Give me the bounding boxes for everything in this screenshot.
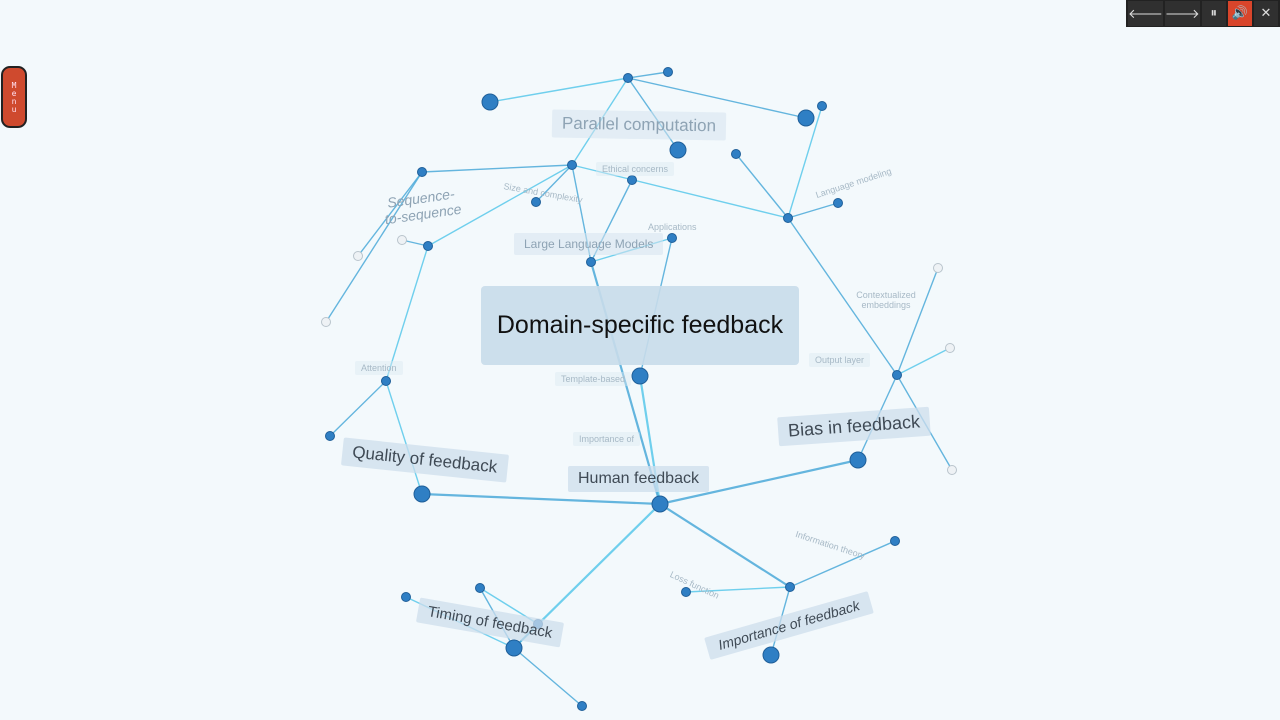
graph-node[interactable] <box>933 263 943 273</box>
graph-edge <box>535 164 573 203</box>
graph-edge <box>659 503 791 588</box>
node-label-applications[interactable]: Applications <box>648 222 697 232</box>
graph-node[interactable] <box>849 451 867 469</box>
graph-node[interactable] <box>321 317 331 327</box>
graph-edge <box>659 458 859 506</box>
focus-node-card[interactable]: Domain-specific feedback <box>481 286 799 365</box>
graph-node[interactable] <box>586 257 596 267</box>
speaker-icon: 🔊 <box>1231 6 1248 21</box>
pause-icon: ⏸ <box>1210 6 1218 21</box>
graph-node[interactable] <box>785 582 795 592</box>
graph-node[interactable] <box>890 536 900 546</box>
graph-edge <box>427 164 573 247</box>
graph-node[interactable] <box>627 175 637 185</box>
node-label-attention[interactable]: Attention <box>355 361 403 375</box>
graph-node[interactable] <box>797 109 815 127</box>
playback-toolbar: 🡐 🡒 ⏸ 🔊 ✕ <box>1126 0 1280 27</box>
graph-edge <box>571 164 789 219</box>
graph-node[interactable] <box>817 101 827 111</box>
graph-edge <box>787 217 898 376</box>
node-label-contextualized-embeddings[interactable]: Contextualized embeddings <box>856 290 916 310</box>
graph-node[interactable] <box>669 141 687 159</box>
graph-node[interactable] <box>475 583 485 593</box>
graph-node[interactable] <box>481 93 499 111</box>
graph-edge <box>385 380 423 495</box>
graph-node[interactable] <box>401 592 411 602</box>
graph-edge <box>329 380 387 437</box>
graph-edge <box>896 267 939 376</box>
node-label-large-language-models[interactable]: Large Language Models <box>514 233 664 255</box>
graph-edge <box>685 586 791 593</box>
focus-node-title: Domain-specific feedback <box>496 311 784 339</box>
menu-tab[interactable]: Menu <box>1 66 27 128</box>
graph-edge <box>325 171 423 323</box>
graph-node[interactable] <box>681 587 691 597</box>
close-icon: ✕ <box>1260 6 1272 21</box>
graph-edge <box>513 647 583 707</box>
node-label-output-layer[interactable]: Output layer <box>809 353 871 367</box>
graph-node[interactable] <box>567 160 577 170</box>
graph-edge <box>627 71 669 79</box>
node-label-importance-small[interactable]: Importance of <box>573 432 641 446</box>
graph-edge <box>787 105 823 219</box>
graph-node[interactable] <box>381 376 391 386</box>
graph-node[interactable] <box>417 167 427 177</box>
graph-edge <box>896 347 951 376</box>
graph-node[interactable] <box>423 241 433 251</box>
node-label-human-feedback[interactable]: Human feedback <box>568 466 709 492</box>
graph-node[interactable] <box>651 495 669 513</box>
forward-button[interactable]: 🡒 <box>1164 1 1200 26</box>
graph-node[interactable] <box>531 197 541 207</box>
graph-node[interactable] <box>631 367 649 385</box>
node-label-parallel-computation[interactable]: Parallel computation <box>551 109 727 141</box>
graph-node[interactable] <box>623 73 633 83</box>
menu-label: Menu <box>9 81 19 113</box>
graph-edge <box>421 164 573 173</box>
graph-node[interactable] <box>833 198 843 208</box>
pause-button[interactable]: ⏸ <box>1201 1 1226 26</box>
arrow-right-icon: 🡒 <box>1164 6 1200 22</box>
graph-node[interactable] <box>731 149 741 159</box>
graph-edge <box>627 77 807 119</box>
graph-node[interactable] <box>783 213 793 223</box>
graph-node[interactable] <box>762 646 780 664</box>
graph-edge <box>787 202 839 219</box>
graph-node[interactable] <box>947 465 957 475</box>
back-button[interactable]: 🡐 <box>1128 1 1163 26</box>
sound-button[interactable]: 🔊 <box>1227 1 1252 26</box>
close-button[interactable]: ✕ <box>1253 1 1278 26</box>
graph-edge <box>421 492 661 506</box>
graph-edge <box>385 245 429 382</box>
graph-node[interactable] <box>325 431 335 441</box>
graph-node[interactable] <box>945 343 955 353</box>
graph-edge <box>735 153 789 219</box>
graph-node[interactable] <box>397 235 407 245</box>
node-label-template-based[interactable]: Template-based <box>555 372 632 386</box>
graph-edge <box>489 77 629 103</box>
arrow-left-icon: 🡐 <box>1128 6 1163 22</box>
graph-node[interactable] <box>663 67 673 77</box>
graph-node[interactable] <box>413 485 431 503</box>
graph-node[interactable] <box>892 370 902 380</box>
graph-node[interactable] <box>577 701 587 711</box>
graph-node[interactable] <box>667 233 677 243</box>
graph-edge <box>789 540 896 588</box>
graph-edge <box>357 171 423 257</box>
node-label-ethical-concerns[interactable]: Ethical concerns <box>596 162 675 176</box>
graph-node[interactable] <box>505 639 523 657</box>
graph-node[interactable] <box>353 251 363 261</box>
